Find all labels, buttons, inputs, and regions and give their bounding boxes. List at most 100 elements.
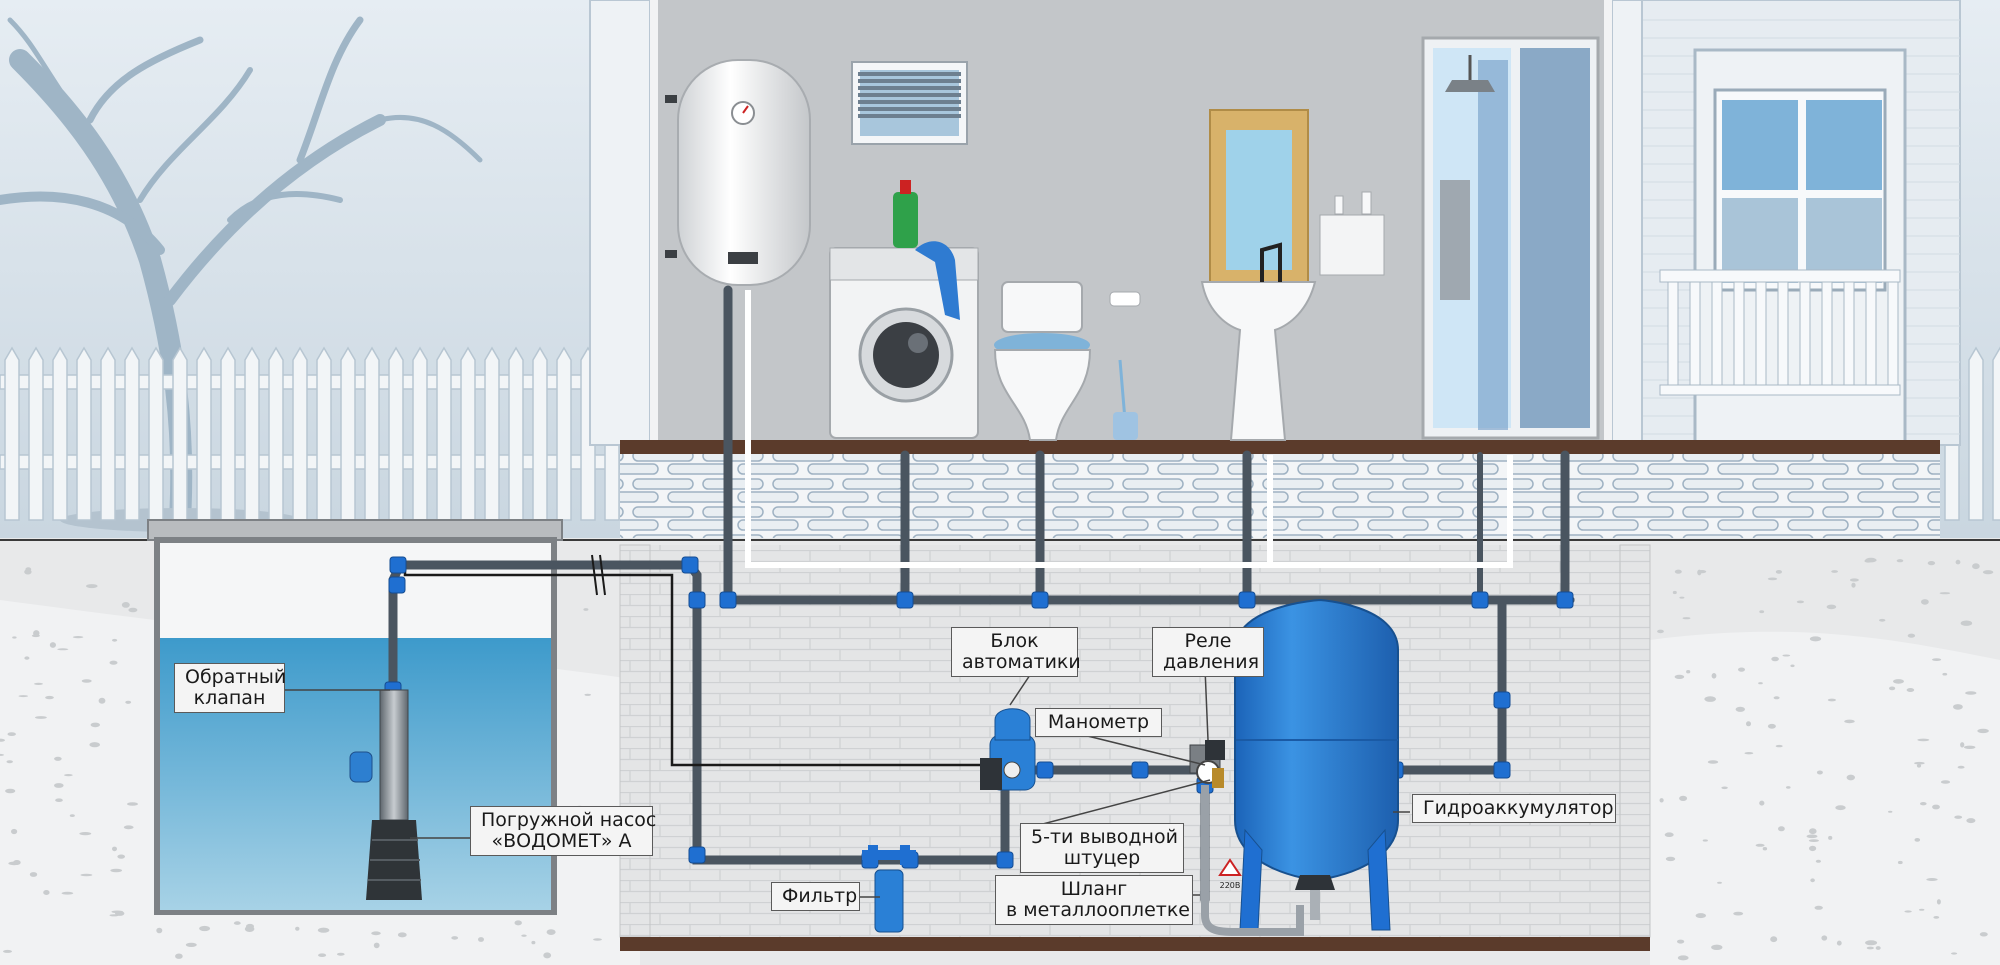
porch-rail xyxy=(1777,281,1789,386)
gravel-stone xyxy=(1879,618,1886,622)
gravel-stone xyxy=(72,636,84,639)
gravel-stone xyxy=(1816,770,1823,775)
gravel-stone xyxy=(80,873,93,877)
gravel-stone xyxy=(109,660,118,665)
gravel-stone xyxy=(1960,620,1973,626)
gravel-stone xyxy=(1849,578,1859,582)
fence-picket xyxy=(1968,346,1984,521)
gravel-stone xyxy=(90,722,101,728)
gravel-stone xyxy=(123,825,134,830)
right-house xyxy=(1639,0,1961,452)
gravel-stone xyxy=(57,648,69,651)
gravel-stone xyxy=(1815,859,1821,863)
water-heater xyxy=(665,59,811,286)
porch-rail xyxy=(1667,281,1679,386)
gravel-stone xyxy=(1917,738,1930,742)
gravel-stone xyxy=(1927,561,1936,566)
gravel-stone xyxy=(1940,780,1951,784)
fence-picket xyxy=(316,346,332,521)
gravel-stone xyxy=(371,931,381,936)
fence-picket xyxy=(52,346,68,521)
gravel-stone xyxy=(1773,696,1780,700)
gravel-stone xyxy=(1939,592,1951,595)
gravel-stone xyxy=(1836,940,1842,946)
gravel-stone xyxy=(1972,563,1980,570)
gravel-stone xyxy=(1809,845,1817,852)
gravel-stone xyxy=(1865,940,1878,946)
floor-slab xyxy=(620,440,1940,454)
gravel-stone xyxy=(0,753,5,756)
porch-rail xyxy=(1843,281,1855,386)
fence-picket xyxy=(388,346,404,521)
gravel-stone xyxy=(1932,804,1940,810)
gravel-stone xyxy=(1775,570,1782,574)
pipe-fitting xyxy=(719,591,737,609)
gravel-stone xyxy=(1738,667,1745,672)
gravel-stone xyxy=(1672,590,1677,595)
gravel-texture xyxy=(0,557,1994,961)
gravel-stone xyxy=(1904,910,1912,913)
submersible-pump xyxy=(349,689,422,900)
gravel-stone xyxy=(1921,599,1929,605)
gravel-stone xyxy=(5,788,16,794)
fence-picket xyxy=(220,346,236,521)
gravel-stone xyxy=(185,942,197,948)
gravel-stone xyxy=(1695,913,1707,919)
gravel-stone xyxy=(1702,839,1708,842)
gravel-stone xyxy=(199,925,211,932)
mirror-and-sink xyxy=(1200,109,1385,441)
fence-picket xyxy=(148,346,164,521)
fence-picket xyxy=(76,346,92,521)
gravel-stone xyxy=(317,927,330,933)
gravel-stone xyxy=(1778,826,1785,832)
gravel-stone xyxy=(397,932,407,938)
gravel-stone xyxy=(1919,908,1925,911)
porch-rail xyxy=(1689,281,1701,386)
gravel-stone xyxy=(1762,847,1768,851)
porch-rail xyxy=(1799,281,1811,386)
gravel-stone xyxy=(112,638,118,642)
fence-picket xyxy=(1992,346,2000,521)
pipe-fitting xyxy=(1493,691,1511,709)
fence-picket xyxy=(28,346,44,521)
gravel-stone xyxy=(1826,604,1837,610)
fence-left-pickets xyxy=(4,346,620,521)
gravel-stone xyxy=(1888,810,1893,813)
label-hydro-accumulator: Гидроаккумулятор xyxy=(1412,794,1616,823)
shower-cabin xyxy=(1421,36,1600,440)
gravel-stone xyxy=(1907,633,1916,638)
gravel-stone xyxy=(1814,905,1823,910)
gravel-stone xyxy=(1866,946,1874,950)
gravel-stone xyxy=(1679,596,1685,599)
fence-picket xyxy=(244,346,260,521)
gravel-stone xyxy=(79,832,92,836)
gravel-stone xyxy=(54,756,62,761)
pipe-fitting xyxy=(688,591,706,609)
gravel-stone xyxy=(1682,617,1691,620)
gravel-stone xyxy=(1982,570,1994,575)
gravel-stone xyxy=(81,679,92,683)
fence-picket xyxy=(460,346,476,521)
gravel-stone xyxy=(373,942,380,949)
gravel-stone xyxy=(514,920,522,926)
gravel-stone xyxy=(7,732,16,736)
gravel-stone xyxy=(1746,721,1751,727)
five-way-fitting-assembly: 220В xyxy=(1189,740,1242,890)
fence-picket xyxy=(340,346,356,521)
pipe-fitting xyxy=(388,576,406,594)
house-left-siding xyxy=(589,0,651,446)
pipe-fitting xyxy=(1238,591,1256,609)
gravel-stone xyxy=(1796,600,1804,604)
porch-rail xyxy=(1887,281,1899,386)
gravel-stone xyxy=(1707,760,1719,764)
gravel-stone xyxy=(1711,944,1723,950)
pipe-fitting xyxy=(996,851,1014,869)
gravel-stone xyxy=(593,938,602,941)
gravel-stone xyxy=(1735,706,1746,712)
gravel-stone xyxy=(1960,742,1965,748)
gravel-stone xyxy=(1920,802,1927,806)
pipe-break-mark xyxy=(591,554,606,596)
pipe-fitting xyxy=(896,591,914,609)
pipe-fitting xyxy=(1493,761,1511,779)
